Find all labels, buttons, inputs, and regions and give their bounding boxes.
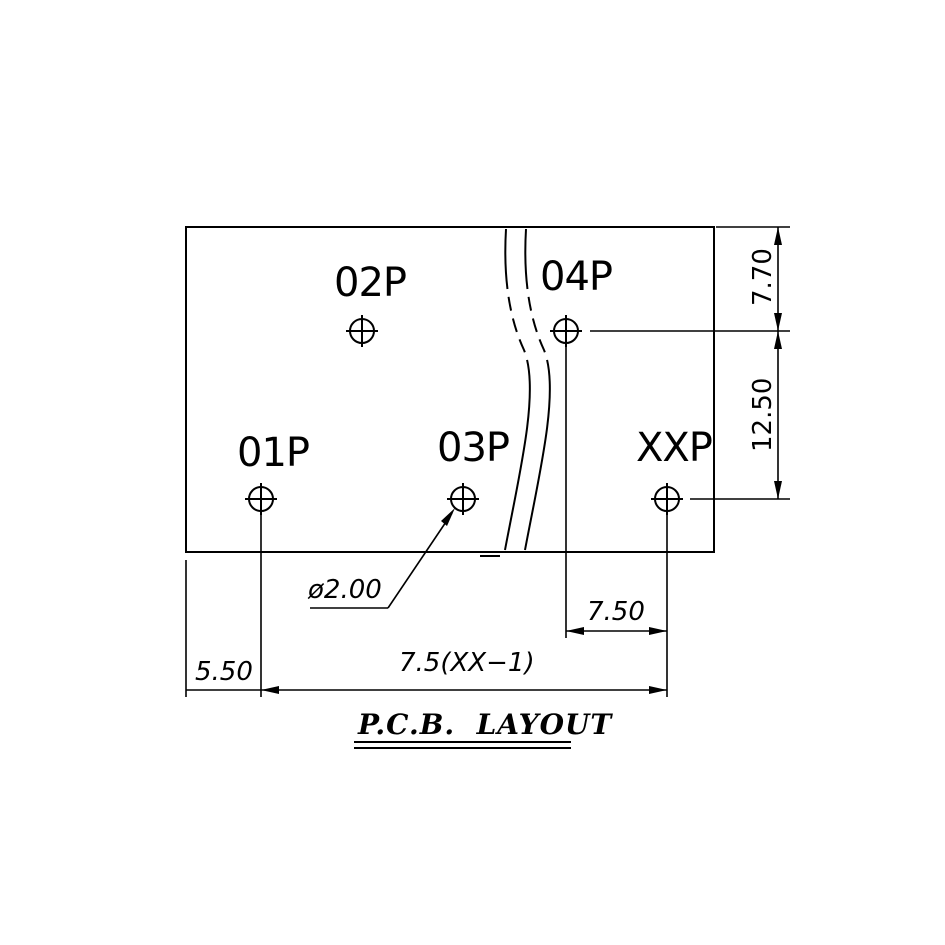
pin-hole-02p <box>346 315 378 347</box>
pin-label-xxp: XXP <box>636 425 712 471</box>
drawing-title: P.C.B. LAYOUT <box>357 708 613 741</box>
break-lines <box>480 228 551 557</box>
pin-hole-xxp <box>651 483 683 515</box>
pin-label-03p: 03P <box>437 425 509 471</box>
dim-offset-left: 5.50 <box>195 657 253 687</box>
dim-pitch: 7.50 <box>587 597 645 627</box>
dim-row-spacing: 12.50 <box>748 378 778 452</box>
pin-hole-03p <box>447 483 479 515</box>
dim-total-span: 7.5(XX−1) <box>399 648 535 678</box>
pin-label-02p: 02P <box>334 260 406 306</box>
pin-label-01p: 01P <box>237 430 309 476</box>
dim-line-top-offset <box>774 227 782 331</box>
pin-hole-04p <box>550 315 582 347</box>
dim-hole-diameter: ø2.00 <box>307 575 382 605</box>
dim-line-total-span <box>261 686 667 694</box>
pin-label-04p: 04P <box>540 254 612 300</box>
diameter-leader <box>310 508 455 609</box>
board-outline <box>185 226 715 553</box>
pin-hole-01p <box>245 483 277 515</box>
dim-line-row-spacing <box>774 331 782 499</box>
dim-line-pitch <box>566 627 667 635</box>
dim-top-offset: 7.70 <box>748 248 778 306</box>
